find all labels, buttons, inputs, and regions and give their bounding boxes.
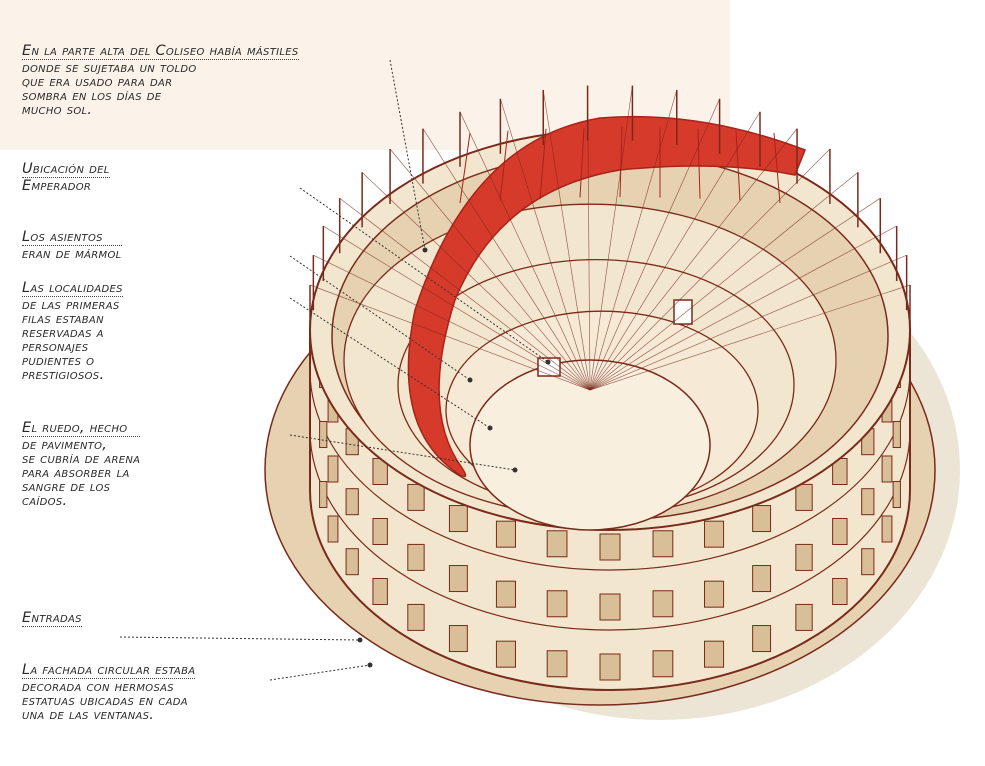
annotation-line: para absorber la	[22, 466, 140, 480]
arcade-window	[653, 591, 673, 617]
arcade-window	[862, 489, 874, 515]
arcade-window	[408, 484, 424, 510]
arcade-window	[833, 579, 847, 605]
arcade-window	[449, 506, 467, 532]
annotation-line: caídos.	[22, 494, 140, 508]
arcade-window	[346, 549, 358, 575]
arcade-window	[653, 651, 673, 677]
arcade-window	[496, 581, 515, 607]
arcade-window	[753, 506, 771, 532]
arcade-window	[496, 641, 515, 667]
annotation-line: prestigiosos.	[22, 368, 123, 382]
annotation-line: pudientes o	[22, 354, 123, 368]
arcade-window	[705, 581, 724, 607]
arcade-window	[408, 604, 424, 630]
leader-line	[120, 637, 360, 640]
leader-dot	[488, 426, 493, 431]
annotation-mastiles: En la parte alta del Coliseo había másti…	[22, 44, 299, 117]
leader-dot	[513, 468, 518, 473]
annotation-line: estatuas ubicadas en cada	[22, 694, 195, 708]
leader-dot	[368, 663, 373, 668]
arcade-window	[882, 516, 892, 542]
leader-dot	[358, 638, 363, 643]
leader-line	[270, 665, 370, 680]
annotation-line: La fachada circular estaba	[22, 663, 195, 679]
annotation-line: de pavimento,	[22, 438, 140, 452]
arcade-window	[547, 591, 567, 617]
arcade-window	[862, 549, 874, 575]
annotation-line: Los asientos	[22, 230, 122, 246]
arcade-window	[600, 534, 620, 560]
leader-dot	[546, 360, 551, 365]
arcade-window	[796, 604, 812, 630]
annotation-entradas: Entradas	[22, 611, 82, 628]
annotation-line: mucho sol.	[22, 103, 299, 117]
annotation-line: se cubría de arena	[22, 452, 140, 466]
annotation-line: Entradas	[22, 611, 82, 627]
arcade-window	[796, 484, 812, 510]
arcade-window	[796, 544, 812, 570]
arcade-window	[882, 456, 892, 482]
annotation-line: donde se sujetaba un toldo	[22, 61, 299, 75]
arcade-window	[547, 651, 567, 677]
annotation-line: una de las ventanas.	[22, 708, 195, 722]
annotation-line: eran de mármol	[22, 247, 122, 261]
annotation-line: decorada con hermosas	[22, 680, 195, 694]
arcade-window	[449, 566, 467, 592]
annotation-line: Emperador	[22, 179, 110, 193]
annotation-line: Ubicación del	[22, 162, 110, 178]
arcade-window	[496, 521, 515, 547]
leader-dot	[423, 248, 428, 253]
arcade-window	[449, 626, 467, 652]
annotation-line: filas estaban	[22, 312, 123, 326]
arcade-window	[833, 519, 847, 545]
arena-gate	[674, 300, 692, 324]
annotation-line: sombra en los días de	[22, 89, 299, 103]
annotation-line: sangre de los	[22, 480, 140, 494]
annotation-line: El ruedo, hecho	[22, 421, 140, 437]
annotation-line: Las localidades	[22, 281, 123, 297]
annotation-line: de las primeras	[22, 298, 123, 312]
arcade-window	[600, 654, 620, 680]
arcade-window	[653, 531, 673, 557]
leader-dot	[468, 378, 473, 383]
arcade-window	[320, 422, 327, 448]
arcade-window	[346, 489, 358, 515]
arcade-window	[753, 566, 771, 592]
arcade-window	[328, 516, 338, 542]
arcade-window	[373, 579, 387, 605]
arcade-window	[328, 456, 338, 482]
arcade-window	[893, 422, 900, 448]
annotation-line: En la parte alta del Coliseo había másti…	[22, 44, 299, 60]
arcade-window	[753, 626, 771, 652]
arcade-window	[373, 519, 387, 545]
annotation-line: que era usado para dar	[22, 75, 299, 89]
arcade-window	[705, 521, 724, 547]
arcade-window	[408, 544, 424, 570]
arcade-window	[547, 531, 567, 557]
annotation-line: reservadas a	[22, 326, 123, 340]
arcade-window	[893, 482, 900, 508]
arcade-window	[705, 641, 724, 667]
annotation-localidades: Las localidadesde las primerasfilas esta…	[22, 281, 123, 382]
annotation-line: personajes	[22, 340, 123, 354]
arcade-window	[600, 594, 620, 620]
arcade-window	[320, 482, 327, 508]
